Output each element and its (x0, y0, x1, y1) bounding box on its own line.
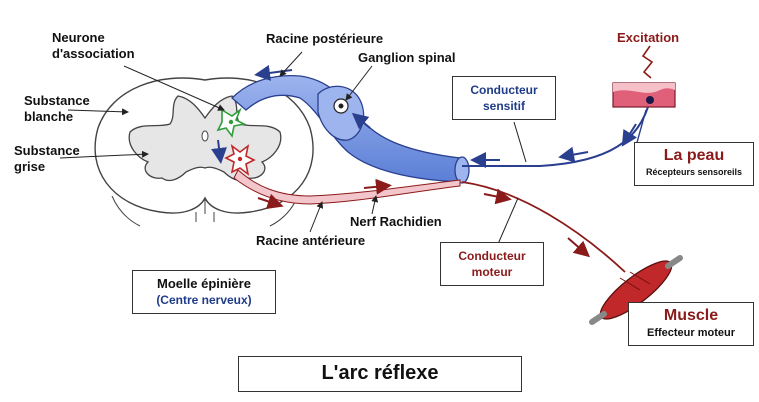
box-moelle-epiniere: Moelle épinière (Centre nerveux) (132, 270, 276, 314)
label-neurone-association: Neurone d'association (52, 30, 135, 62)
label-racine-posterieure: Racine postérieure (266, 31, 383, 46)
moelle-subtitle: (Centre nerveux) (133, 292, 275, 308)
box-la-peau: La peau Récepteurs sensoreils (634, 142, 754, 186)
label-substance-blanche: Substance blanche (24, 93, 90, 125)
label-substance-grise: Substance grise (14, 143, 80, 175)
moelle-title: Moelle épinière (133, 275, 275, 292)
label-excitation: Excitation (617, 30, 679, 45)
muscle-title: Muscle (629, 306, 753, 326)
nerve-trunk-end (455, 157, 469, 183)
box-conducteur-sensitif: Conducteur sensitif (452, 76, 556, 120)
label-ganglion-spinal: Ganglion spinal (358, 50, 456, 65)
skin-receptor (613, 83, 675, 107)
label-racine-anterieure: Racine antérieure (256, 233, 365, 248)
box-conducteur-moteur: Conducteur moteur (440, 242, 544, 286)
la-peau-subtitle: Récepteurs sensoreils (635, 166, 753, 178)
muscle-subtitle: Effecteur moteur (629, 326, 753, 340)
la-peau-title: La peau (635, 146, 753, 166)
label-nerf-rachidien: Nerf Rachidien (350, 214, 442, 229)
box-muscle: Muscle Effecteur moteur (628, 302, 754, 346)
main-title: L'arc réflexe (238, 356, 522, 392)
excitation-zigzag (643, 46, 652, 78)
